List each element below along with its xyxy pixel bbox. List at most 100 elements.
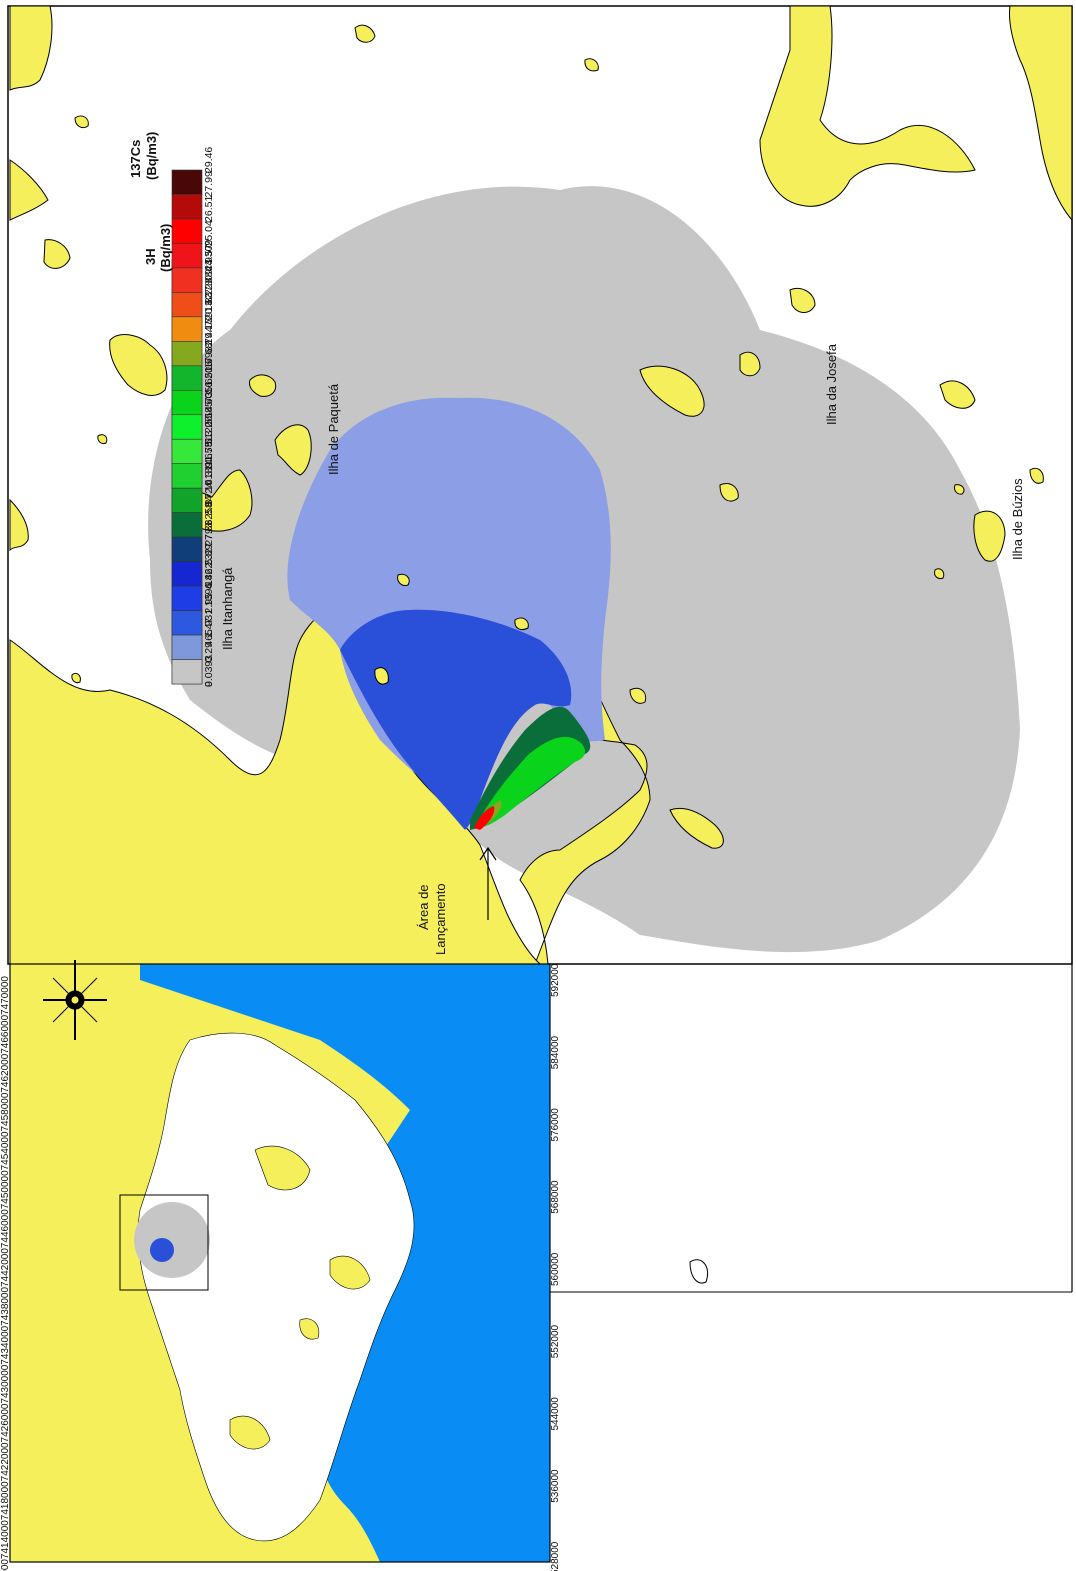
- inset-frame: [9, 963, 551, 1563]
- legend-swatch: [171, 512, 203, 538]
- legend-137cs-title-line2: (Bq/m3): [144, 132, 159, 180]
- release-arrow: [479, 846, 497, 920]
- legend-value-label: 19.15: [203, 318, 215, 344]
- legend-value-label: 22.09: [203, 269, 215, 295]
- inset-x-tick-label: 7410000: [0, 1559, 11, 1571]
- small-island-outline: [689, 1259, 708, 1284]
- legend-value-label: 6982: [203, 340, 215, 364]
- island-buzios: [973, 510, 1006, 562]
- island-q: [74, 115, 89, 129]
- legend-value-label: 16.20: [203, 367, 215, 393]
- legend-swatch: [171, 487, 203, 513]
- legend-swatch: [171, 218, 203, 244]
- island-n: [934, 568, 945, 579]
- legend-value-label: 93: [203, 655, 215, 667]
- legend-swatch: [171, 536, 203, 562]
- island-h: [1029, 467, 1044, 484]
- inset-x-tick-label: 7442000: [0, 1248, 11, 1287]
- island-a: [109, 334, 168, 396]
- inset-study-area-box: [119, 1194, 209, 1291]
- inset-x-tick-label: 7426000: [0, 1403, 11, 1442]
- legend-value-label: 5120: [203, 421, 215, 445]
- inset-x-tick-label: 7470000: [0, 976, 11, 1015]
- legend-value-label: 931: [203, 609, 215, 627]
- legend-value-label: 7447: [203, 320, 215, 344]
- legend-swatch: [171, 610, 203, 636]
- legend-value-label: 14.73: [203, 391, 215, 417]
- inset-x-tick-label: 7466000: [0, 1014, 11, 1053]
- legend-swatch: [171, 389, 203, 416]
- legend-value-label: 10.31: [203, 465, 215, 491]
- legend-value-label: 20.62: [203, 293, 215, 319]
- inset-y-tick-label: 592000: [550, 963, 561, 997]
- legend-value-label: 2327: [203, 542, 215, 566]
- inset-y-tick-label: 552000: [550, 1324, 561, 1358]
- island-p: [43, 239, 71, 269]
- island-j: [629, 687, 647, 704]
- legend-value-label: 2.95: [203, 593, 215, 614]
- legend-swatch: [171, 463, 203, 489]
- island-paqueta: [274, 424, 312, 476]
- label-ilha-paqueta: Ilha de Paquetá: [326, 383, 341, 475]
- legend-value-label: 1396: [203, 583, 215, 607]
- inset-x-tick-label: 7454000: [0, 1131, 11, 1170]
- legend-swatch: [171, 169, 203, 195]
- compass-rose-icon: [43, 960, 107, 1040]
- inset-x-tick-label: 7430000: [0, 1364, 11, 1403]
- legend-value-label: 29.46: [203, 147, 215, 173]
- inset-islands: [229, 1145, 371, 1450]
- plume-high-zone-green: [476, 736, 586, 828]
- legend-value-label: 1862: [203, 563, 215, 587]
- legend-137cs-title-line1: 137Cs: [128, 140, 143, 178]
- legend-value-label: 6051: [203, 381, 215, 405]
- island-k: [514, 617, 529, 631]
- land-top-left: [9, 5, 53, 91]
- legend-swatch: [171, 585, 203, 611]
- legend-swatch: [171, 414, 203, 440]
- label-ilha-buzios: Ilha de Búzios: [1010, 478, 1025, 560]
- legend-value-label: 7913: [203, 300, 215, 324]
- island-r: [354, 24, 376, 43]
- legend-value-label: 8844: [203, 260, 215, 284]
- legend-swatch: [171, 561, 203, 587]
- inset-y-tick-label: 560000: [550, 1252, 561, 1286]
- legend-value-label: 4189: [203, 462, 215, 486]
- island-e: [789, 287, 816, 313]
- legend-value-label: 5585: [203, 401, 215, 425]
- legend-value-label: 3258: [203, 502, 215, 526]
- legend-value-label: 8378: [203, 280, 215, 304]
- legend-value-label: 25.04: [203, 220, 215, 246]
- legend-value-label: 11.78: [203, 441, 215, 467]
- inset-y-tick-label: 528000: [550, 1541, 561, 1571]
- legend-swatch: [171, 659, 203, 685]
- land-left-strip: [9, 498, 29, 552]
- legend-value-label: 1.47: [203, 617, 215, 638]
- inset-plume-core: [150, 1238, 174, 1262]
- island-l: [374, 667, 389, 685]
- land-top-right: [759, 5, 976, 207]
- legend-value-label: 7.36: [203, 520, 215, 541]
- inset-x-tick-label: 7422000: [0, 1442, 11, 1481]
- island-m: [397, 573, 410, 586]
- label-release-area-line2: Lançamento: [433, 883, 448, 955]
- legend-value-label: 5.89: [203, 544, 215, 565]
- inset-y-tick-label: 568000: [550, 1180, 561, 1214]
- island-d: [739, 351, 761, 377]
- legend-value-label: 0.03: [203, 666, 215, 687]
- legend-value-label: 26.51: [203, 196, 215, 222]
- legend-value-label: 27.99: [203, 171, 215, 197]
- legend-swatch: [171, 634, 203, 660]
- legend-swatch: [171, 341, 203, 367]
- legend-value-label: 4.42: [203, 568, 215, 589]
- island-s: [584, 58, 599, 72]
- legend-swatch: [171, 292, 203, 318]
- plume-source-red: [474, 806, 495, 830]
- island-i: [669, 807, 724, 849]
- inset-x-ticks: 7470000746600074620007458000745400074500…: [0, 976, 11, 1571]
- inset-x-tick-label: 7462000: [0, 1053, 11, 1092]
- island-f: [939, 380, 976, 409]
- island-v: [97, 434, 108, 444]
- legend-swatch: [171, 243, 203, 269]
- inset-x-tick-label: 7434000: [0, 1325, 11, 1364]
- inset-x-tick-label: 7418000: [0, 1481, 11, 1520]
